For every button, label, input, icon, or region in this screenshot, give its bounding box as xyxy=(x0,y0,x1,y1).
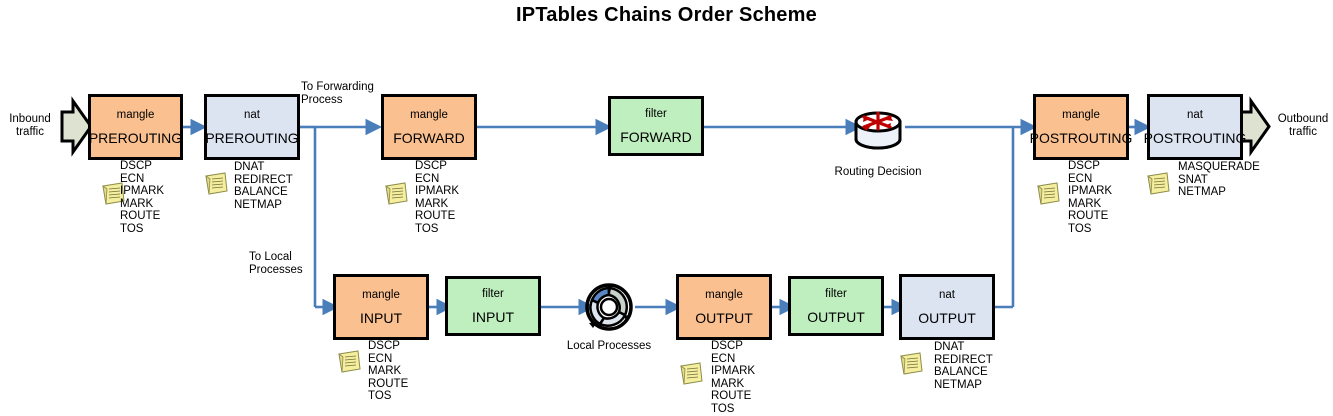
node-chain-label: FORWARD xyxy=(393,129,465,146)
targets-nat-prerouting: DNAT REDIRECT BALANCE NETMAP xyxy=(234,161,293,211)
sticky-note-icon xyxy=(1145,172,1171,196)
sticky-note-icon xyxy=(100,182,126,206)
node-table-label: nat xyxy=(1187,108,1203,121)
node-mangle-prerouting[interactable]: mangle PREROUTING xyxy=(88,94,183,160)
node-filter-output[interactable]: filter OUTPUT xyxy=(788,276,884,336)
targets-mangle-postrouting: DSCP ECN IPMARK MARK ROUTE TOS xyxy=(1068,160,1113,235)
node-chain-label: OUTPUT xyxy=(807,308,865,325)
targets-nat-output: DNAT REDIRECT BALANCE NETMAP xyxy=(934,341,993,391)
node-table-label: mangle xyxy=(1062,108,1100,121)
node-chain-label: PREROUTING xyxy=(88,129,183,146)
inbound-traffic-label: Inbound traffic xyxy=(9,113,51,138)
sticky-note-icon xyxy=(898,352,924,376)
sticky-note-icon xyxy=(678,362,704,386)
local-processes-icon xyxy=(583,281,635,338)
node-mangle-postrouting[interactable]: mangle POSTROUTING xyxy=(1030,94,1132,160)
node-table-label: mangle xyxy=(362,288,400,301)
node-table-label: mangle xyxy=(116,108,155,121)
routing-decision-icon xyxy=(852,101,904,158)
node-filter-input[interactable]: filter INPUT xyxy=(445,276,541,336)
targets-mangle-forward: DSCP ECN IPMARK MARK ROUTE TOS xyxy=(415,160,460,235)
node-mangle-output[interactable]: mangle OUTPUT xyxy=(676,274,772,340)
node-chain-label: INPUT xyxy=(472,308,514,325)
to-local-processes-label: To Local Processes xyxy=(249,251,303,276)
local-processes-caption: Local Processes xyxy=(566,340,652,352)
sticky-note-icon xyxy=(203,172,229,196)
to-forwarding-process-label: To Forwarding Process xyxy=(301,81,374,106)
routing-decision-caption: Routing Decision xyxy=(834,166,922,178)
node-table-label: mangle xyxy=(705,288,743,301)
node-chain-label: POSTROUTING xyxy=(1029,129,1133,146)
sticky-note-icon xyxy=(383,182,409,206)
node-chain-label: POSTROUTING xyxy=(1143,129,1247,146)
node-nat-output[interactable]: nat OUTPUT xyxy=(899,274,995,340)
node-nat-postrouting[interactable]: nat POSTROUTING xyxy=(1144,94,1246,160)
node-table-label: filter xyxy=(645,107,667,120)
page-title: IPTables Chains Order Scheme xyxy=(516,4,817,26)
node-chain-label: OUTPUT xyxy=(695,309,753,326)
node-chain-label: PREROUTING xyxy=(205,129,299,146)
node-table-label: filter xyxy=(482,287,504,300)
targets-nat-postrouting: MASQUERADE SNAT NETMAP xyxy=(1178,161,1260,199)
targets-mangle-prerouting: DSCP ECN IPMARK MARK ROUTE TOS xyxy=(120,160,165,235)
node-mangle-forward[interactable]: mangle FORWARD xyxy=(381,94,477,160)
node-nat-prerouting[interactable]: nat PREROUTING xyxy=(204,94,300,160)
sticky-note-icon xyxy=(1035,182,1061,206)
targets-mangle-input: DSCP ECN MARK ROUTE TOS xyxy=(368,340,409,403)
node-table-label: nat xyxy=(244,108,260,121)
outbound-traffic-label: Outbound traffic xyxy=(1277,113,1329,138)
node-table-label: nat xyxy=(939,288,955,301)
node-chain-label: FORWARD xyxy=(620,128,692,145)
node-filter-forward[interactable]: filter FORWARD xyxy=(608,96,704,156)
node-chain-label: INPUT xyxy=(360,309,402,326)
targets-mangle-output: DSCP ECN IPMARK MARK ROUTE TOS xyxy=(711,340,756,415)
node-mangle-input[interactable]: mangle INPUT xyxy=(333,274,429,340)
sticky-note-icon xyxy=(336,350,362,374)
node-chain-label: OUTPUT xyxy=(918,309,976,326)
node-table-label: mangle xyxy=(410,108,448,121)
node-table-label: filter xyxy=(825,287,847,300)
